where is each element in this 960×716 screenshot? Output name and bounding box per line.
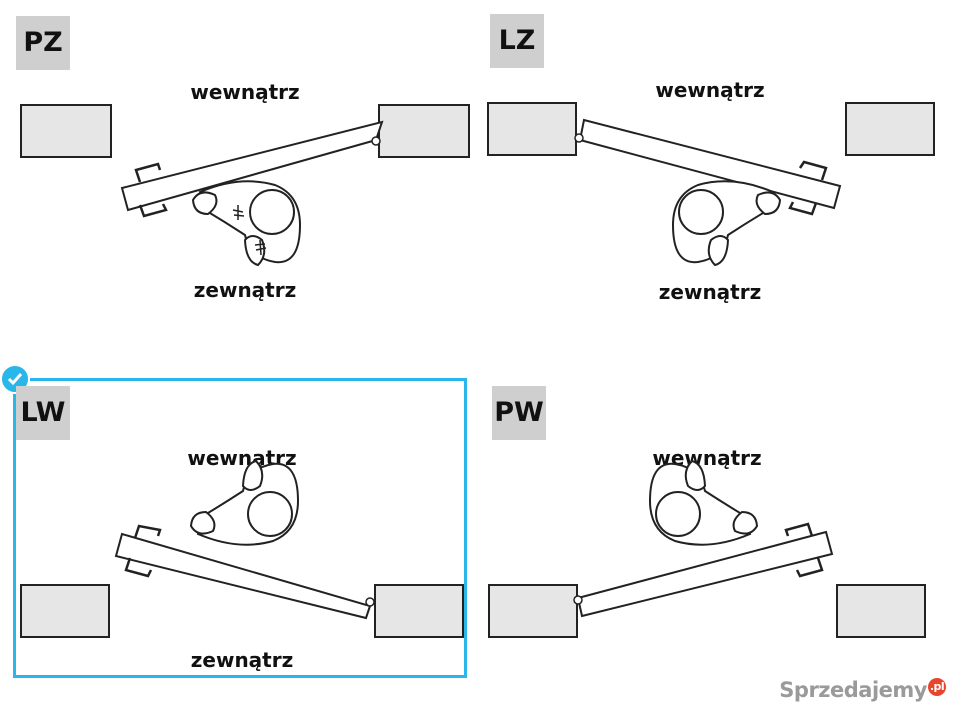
inside-label: wewnątrz	[190, 80, 300, 104]
left-wall-frame	[487, 102, 577, 156]
selected-option-outline	[13, 378, 467, 678]
option-pw[interactable]: PW wewnątrz	[480, 358, 960, 716]
left-wall-frame	[20, 584, 110, 638]
outside-label: zewnątrz	[658, 280, 762, 304]
inside-label: wewnątrz	[655, 78, 765, 102]
person-top-view-icon	[671, 180, 782, 267]
right-wall-frame	[378, 104, 470, 158]
option-pz[interactable]: PZ wewnątrz zewnątrz	[0, 0, 480, 358]
right-wall-frame	[845, 102, 935, 156]
option-code-badge: PW	[492, 386, 546, 440]
left-wall-frame	[488, 584, 578, 638]
person-top-view-icon	[189, 459, 300, 546]
option-lw[interactable]: LW wewnątrz zewnątrz	[0, 358, 480, 716]
door-leaf-illustration	[573, 522, 834, 618]
outside-label: zewnątrz	[190, 648, 294, 672]
option-code-badge: LW	[16, 386, 70, 440]
right-wall-frame	[374, 584, 464, 638]
door-leaf-illustration	[120, 120, 384, 218]
left-wall-frame	[20, 104, 112, 158]
option-lz[interactable]: LZ wewnątrz zewnątrz	[480, 0, 960, 358]
person-top-view-icon	[648, 459, 759, 546]
watermark-suffix: .pl	[928, 678, 946, 696]
option-code-badge: LZ	[490, 14, 544, 68]
person-top-view-icon	[191, 180, 302, 267]
option-code-badge: PZ	[16, 16, 70, 70]
watermark: Sprzedajemy.pl	[779, 678, 946, 702]
right-wall-frame	[836, 584, 926, 638]
watermark-text: Sprzedajemy	[779, 678, 927, 702]
outside-label: zewnątrz	[193, 278, 297, 302]
door-leaf-illustration	[114, 524, 375, 620]
